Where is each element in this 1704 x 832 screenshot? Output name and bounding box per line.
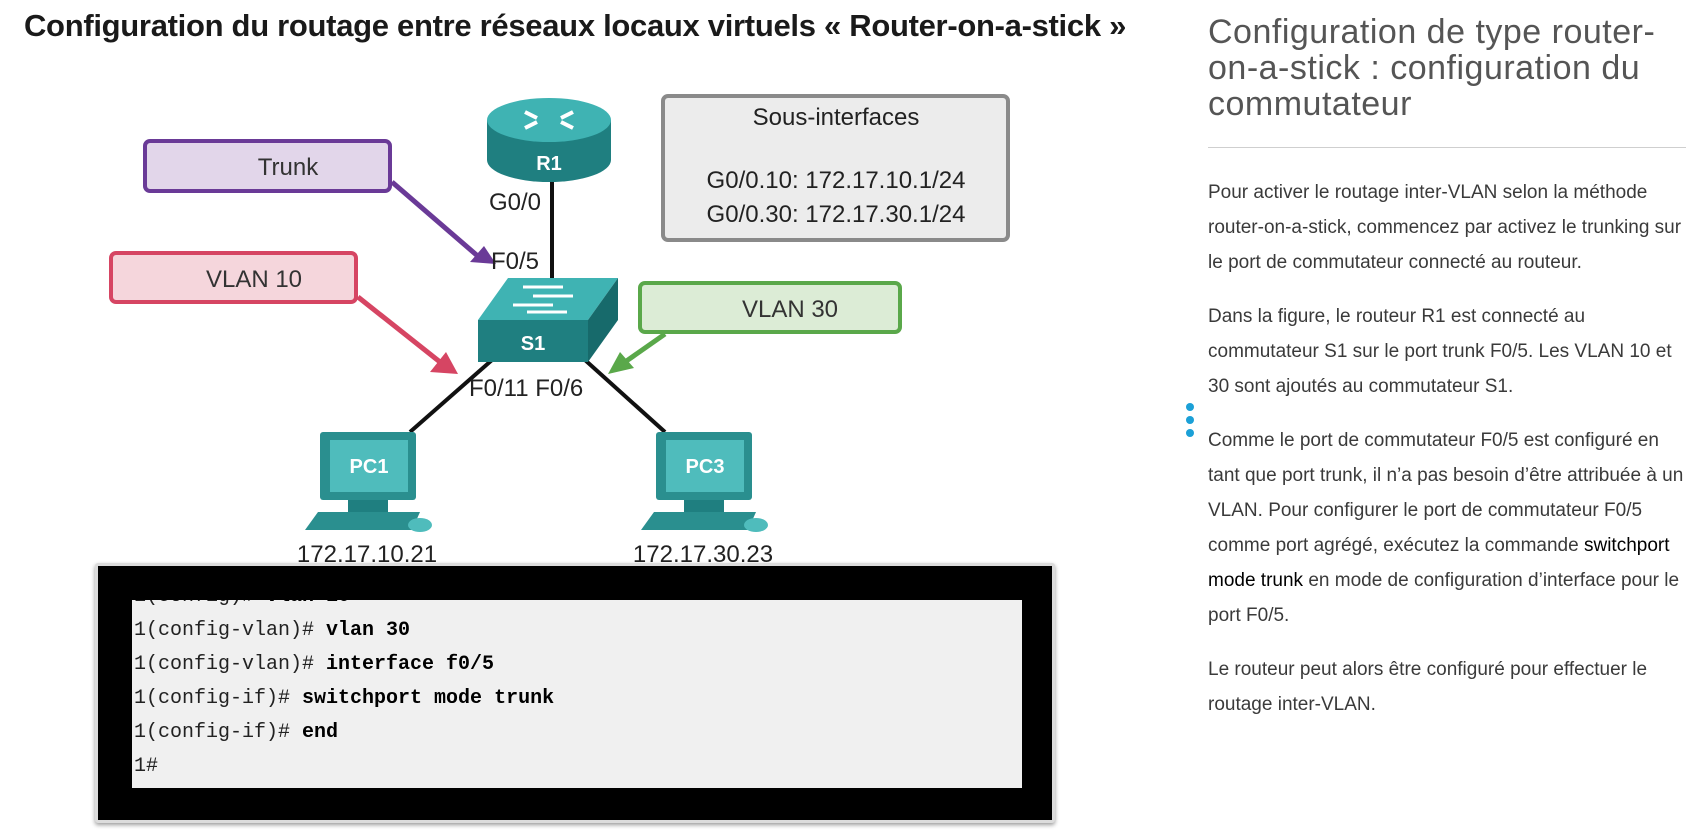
panel-title: Configuration de type router-on-a-stick …	[1208, 13, 1656, 123]
subinterface-line-1: G0/0.10: 172.17.10.1/24	[707, 167, 966, 194]
pc1-label: PC1	[350, 456, 389, 478]
vlan30-arrowhead	[608, 352, 634, 374]
switch-trunk-port-label: F0/5	[491, 248, 539, 275]
topology-diagram: Trunk VLAN 10 VLAN 30 Sous-interfaces G0…	[109, 94, 1010, 568]
vlan10-arrow	[356, 295, 442, 364]
router-port-label: G0/0	[489, 189, 541, 216]
subinterfaces-box	[661, 94, 1010, 242]
vlan10-callout-label: VLAN 10	[206, 266, 302, 293]
cli-line: 1#	[134, 755, 159, 778]
cable-s1-pc1	[408, 358, 494, 434]
trunk-arrowhead	[470, 246, 496, 264]
vlan30-arrow	[623, 331, 667, 365]
paragraph-3-text: Comme le port de commutateur F0/5 est co…	[1208, 430, 1684, 556]
pc3-label: PC3	[686, 456, 725, 478]
paragraph-3: Comme le port de commutateur F0/5 est co…	[1208, 423, 1690, 633]
cli-line: 1(config-if)# switchport mode trunk	[134, 687, 555, 710]
vlan10-arrowhead	[430, 352, 458, 374]
router-r1: R1	[487, 98, 611, 182]
figure-area: Trunk VLAN 10 VLAN 30 Sous-interfaces G0…	[23, 8, 1127, 823]
paragraph-1: Pour activer le routage inter-VLAN selon…	[1208, 182, 1682, 273]
switch-s1: S1	[478, 278, 618, 362]
explanation-panel: Configuration de type router-on-a-stick …	[1208, 0, 1704, 832]
cli-line: 1(config-vlan)# interface f0/5	[134, 653, 495, 676]
cli-lines: 1(config)# vlan 10 1(config-vlan)# vlan …	[132, 600, 554, 784]
paragraph-3-text-end: en mode de configuration d’interface pou…	[1208, 570, 1680, 626]
paragraph-4: Le routeur peut alors être configuré pou…	[1208, 659, 1648, 715]
paragraph-2: Dans la figure, le routeur R1 est connec…	[1208, 306, 1672, 397]
cable-s1-pc3	[583, 358, 667, 434]
cli-screen[interactable]: 1(config)# vlan 10 1(config-vlan)# vlan …	[132, 600, 1022, 788]
pc3: PC3	[641, 432, 768, 532]
trunk-callout-label: Trunk	[258, 154, 319, 181]
vlan10-callout-box	[109, 251, 358, 304]
subinterface-line-2: G0/0.30: 172.17.30.1/24	[707, 201, 966, 228]
switch-label: S1	[521, 333, 545, 355]
cli-line: 1(config-vlan)# vlan 30	[134, 619, 411, 642]
pc1: PC1	[305, 432, 432, 532]
cli-line: 1(config-if)# end	[134, 721, 339, 744]
vlan30-callout-label: VLAN 30	[742, 296, 838, 323]
cli-terminal: 1(config)# vlan 10 1(config-vlan)# vlan …	[95, 563, 1055, 823]
panel-body: Pour activer le routage inter-VLAN selon…	[1208, 175, 1690, 741]
more-options-icon[interactable]	[1186, 403, 1196, 443]
trunk-arrow	[390, 180, 482, 260]
panel-divider	[1208, 147, 1686, 148]
switch-access-ports-label: F0/11 F0/6	[469, 375, 583, 402]
cli-line: 1(config)# vlan 10	[132, 600, 554, 614]
vlan30-callout-box	[638, 281, 902, 334]
router-label: R1	[536, 153, 562, 175]
command-switchport-mode-trunk: switchport mode trunk	[1208, 535, 1670, 591]
figure-title: Configuration du routage entre réseaux l…	[23, 8, 1127, 43]
trunk-callout-box	[143, 139, 392, 193]
subinterfaces-title: Sous-interfaces	[753, 104, 920, 131]
